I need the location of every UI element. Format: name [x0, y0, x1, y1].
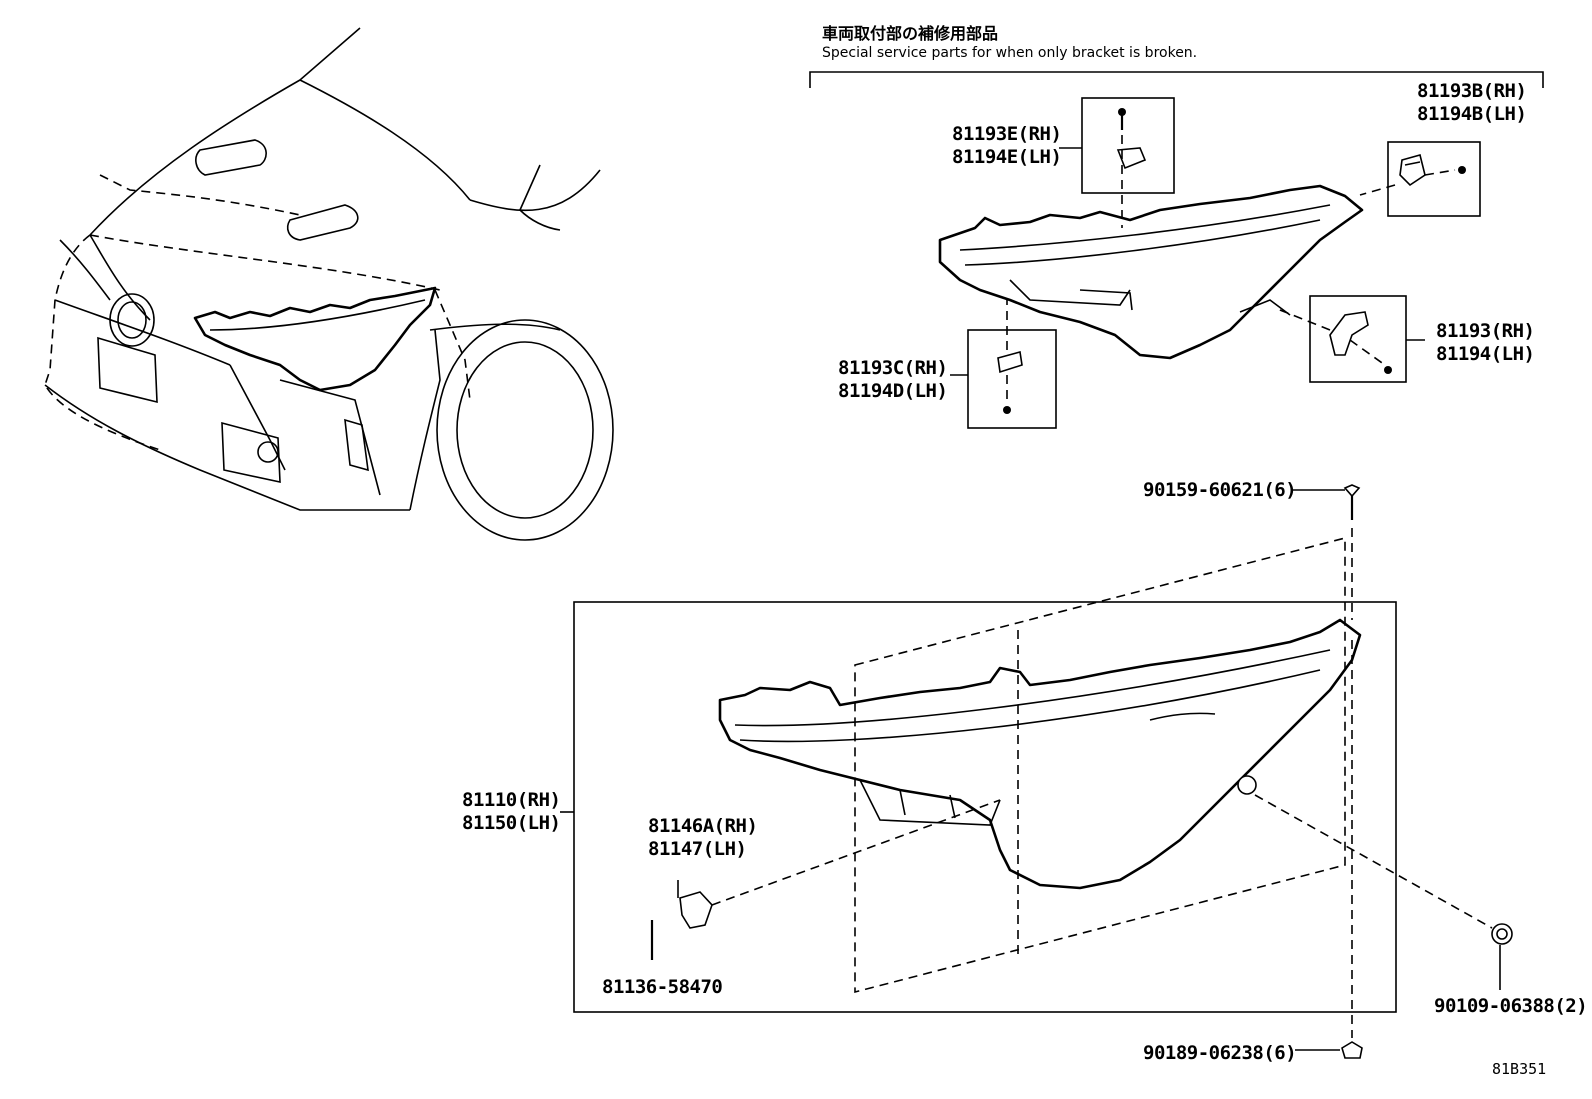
label-81194B: 81194B(LH)	[1417, 103, 1527, 125]
part-81193-box	[1274, 295, 1425, 383]
label-81194D: 81194D(LH)	[838, 380, 948, 402]
header-title-en: Special service parts for when only brac…	[822, 45, 1198, 61]
diagram-code: 81B351	[1492, 1060, 1547, 1078]
label-81194E: 81194E(LH)	[952, 146, 1062, 168]
label-90189-06238: 90189-06238(6)	[1143, 1042, 1297, 1064]
header-title-jp: 車両取付部の補修用部品	[822, 24, 999, 43]
part-81193C-box	[950, 300, 1057, 429]
label-81194: 81194(LH)	[1436, 343, 1535, 365]
label-81193E: 81193E(RH)	[952, 123, 1062, 145]
label-81147: 81147(LH)	[648, 838, 747, 860]
service-parts-bracket-line	[809, 71, 1544, 88]
label-81146A: 81146A(RH)	[648, 815, 758, 837]
label-81193C: 81193C(RH)	[838, 357, 948, 379]
label-81193: 81193(RH)	[1436, 320, 1535, 342]
label-90109-06388: 90109-06388(2)	[1434, 995, 1588, 1017]
headlamp-assembly-illustration	[560, 484, 1513, 1059]
label-90159-60621: 90159-60621(6)	[1143, 479, 1297, 501]
label-81150: 81150(LH)	[462, 812, 561, 834]
part-81193E-box	[1059, 97, 1175, 228]
part-81193B-box	[1359, 141, 1481, 217]
headlamp-small-illustration	[938, 184, 1364, 360]
vehicle-front-illustration	[44, 27, 614, 541]
label-81110: 81110(RH)	[462, 789, 561, 811]
label-81136-58470: 81136-58470	[602, 976, 723, 998]
label-81193B: 81193B(RH)	[1417, 80, 1527, 102]
